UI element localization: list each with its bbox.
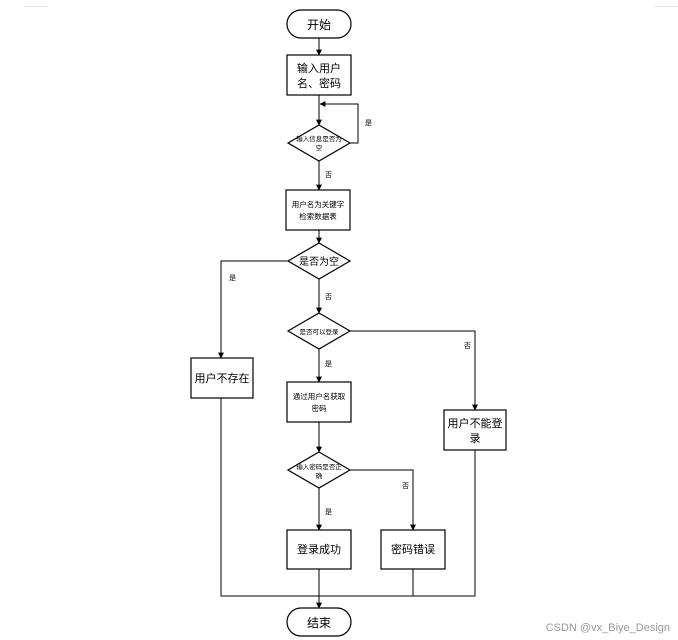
cannot-login-box: 用户不能登 录 [443, 409, 507, 451]
edge-input-empty-yes-loop [319, 101, 359, 144]
search-db-line2: 检索数据表 [299, 211, 337, 221]
start-label: 开始 [307, 18, 331, 32]
check-result-empty-decision: 是否为空 [286, 242, 352, 280]
label-yes-4: 是 [325, 508, 332, 516]
login-success-box: 登录成功 [286, 529, 352, 570]
login-success-label: 登录成功 [297, 542, 341, 556]
label-yes-loop: 是 [365, 119, 372, 127]
label-no-2: 否 [325, 293, 332, 301]
watermark: CSDN @vx_Biye_Design [545, 622, 670, 634]
cannot-login-line1: 用户不能登 [448, 416, 503, 430]
password-error-label: 密码错误 [391, 542, 435, 556]
search-db-box: 用户名为关键字 检索数据表 [285, 189, 351, 231]
start-terminal: 开始 [286, 9, 352, 39]
user-not-exist-label: 用户不存在 [195, 371, 250, 385]
check-can-login-label: 是否可以登录 [300, 327, 340, 336]
end-terminal: 结束 [286, 607, 352, 637]
edge-password-no [350, 469, 416, 531]
label-no-4: 否 [402, 482, 409, 490]
check-input-empty-line1: 输入信息是否为 [296, 134, 342, 143]
check-result-empty-label: 是否为空 [299, 255, 339, 268]
label-no-3: 否 [464, 342, 471, 350]
input-credentials-line2: 名、密码 [297, 76, 341, 90]
search-db-line1: 用户名为关键字 [292, 199, 345, 209]
page-corner-left [24, 0, 48, 7]
end-label: 结束 [307, 616, 331, 630]
user-not-exist-box: 用户不存在 [190, 357, 254, 399]
page-corner-right [654, 0, 678, 7]
cannot-login-line2: 录 [470, 432, 481, 445]
get-password-line2: 密码 [312, 403, 327, 413]
check-password-line2: 确 [316, 471, 323, 480]
check-can-login-decision: 是否可以登录 [286, 312, 352, 350]
check-password-line1: 输入密码是否正 [296, 462, 342, 471]
input-credentials-box: 输入用户 名、密码 [286, 54, 352, 96]
label-yes-2: 是 [229, 274, 236, 282]
edge-password-error-to-end [319, 569, 414, 597]
edge-result-empty-yes [218, 260, 288, 359]
edge-can-login-no [350, 330, 478, 411]
get-password-box: 通过用户名获取 密码 [286, 381, 352, 423]
input-credentials-line1: 输入用户 [297, 61, 341, 75]
label-yes-3: 是 [325, 360, 332, 368]
label-no-1: 否 [325, 171, 332, 179]
check-input-empty-decision: 输入信息是否为 空 [286, 124, 352, 162]
edge-user-not-exist-to-end [220, 398, 319, 597]
check-password-correct-decision: 输入密码是否正 确 [286, 451, 352, 489]
get-password-line1: 通过用户名获取 [293, 391, 346, 401]
check-input-empty-line2: 空 [316, 143, 323, 152]
password-error-box: 密码错误 [380, 529, 446, 570]
edge-cannot-login-to-end [413, 450, 476, 597]
